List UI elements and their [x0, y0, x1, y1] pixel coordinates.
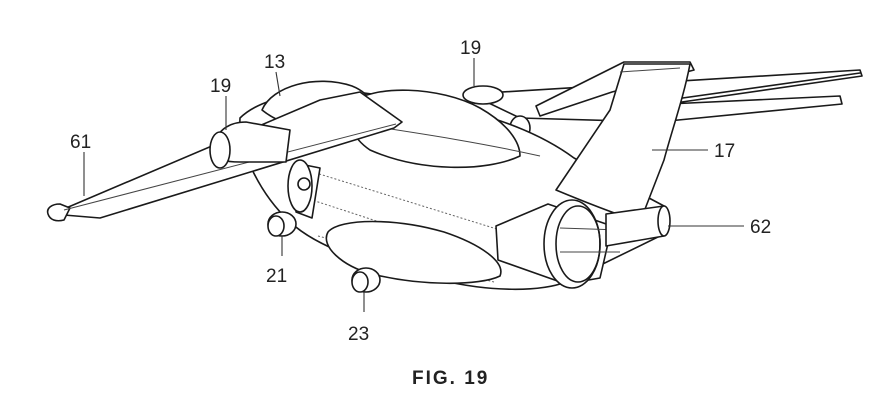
- label-23: 23: [348, 324, 369, 345]
- figure-caption: FIG. 19: [412, 368, 489, 389]
- label-21: 21: [266, 266, 287, 287]
- tail-assembly: [535, 61, 695, 223]
- label-61: 61: [70, 132, 91, 153]
- rear-landing-pod: [351, 267, 381, 293]
- label-13: 13: [264, 52, 285, 73]
- rear-nacelle: [605, 205, 671, 247]
- rear-duct: [495, 199, 621, 289]
- near-engine-pod: [209, 121, 291, 169]
- leader-lines: [83, 58, 744, 312]
- label-62: 62: [750, 217, 771, 238]
- front-landing-pod: [267, 211, 297, 237]
- label-19-left: 19: [210, 76, 231, 97]
- forward-cylinder: [287, 159, 321, 219]
- label-17: 17: [714, 141, 735, 162]
- label-19-top: 19: [460, 38, 481, 59]
